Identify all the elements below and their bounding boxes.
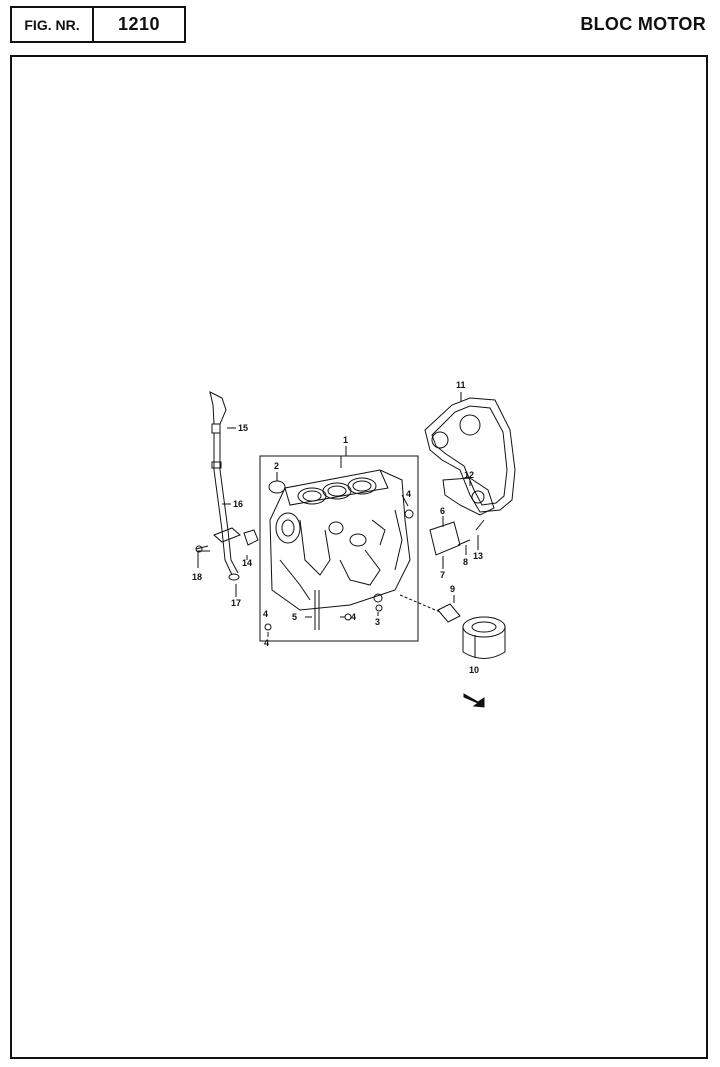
- callout-18: 18: [192, 572, 202, 582]
- plug: [268, 480, 286, 494]
- callout-9: 9: [450, 584, 455, 594]
- bracket: [243, 529, 259, 546]
- callout-12: 12: [464, 470, 474, 480]
- callout-17: 17: [231, 598, 241, 608]
- dipstick-seal: [211, 423, 221, 434]
- dipstick-handle: [209, 391, 227, 425]
- dipstick-guide-tube: [213, 433, 233, 576]
- union-bolt: [437, 603, 461, 623]
- callout-4: 4: [263, 609, 268, 619]
- bolt: [475, 519, 485, 531]
- callout-6: 6: [440, 506, 445, 516]
- callout-8: 8: [463, 557, 468, 567]
- callout-3: 3: [375, 617, 380, 627]
- callout-4: 4: [351, 612, 356, 622]
- seal: [442, 477, 495, 516]
- callout-14: 14: [242, 558, 252, 568]
- diagram-frame: [10, 55, 708, 1059]
- callout-1: 1: [343, 435, 348, 445]
- callout-15: 15: [238, 423, 248, 433]
- callout-4: 4: [264, 638, 269, 648]
- figure-number: 1210: [117, 14, 161, 34]
- engine-block: [269, 469, 411, 611]
- oil-filter: [462, 616, 506, 659]
- o-ring: [228, 573, 240, 581]
- cover-plate: [429, 521, 461, 556]
- front-arrow-icon: [463, 693, 485, 708]
- callout-5: 5: [292, 612, 297, 622]
- callout-4: 4: [406, 489, 411, 499]
- figure-number-box: FIG. NR. 1210: [10, 6, 186, 43]
- section-title: BLOC MOTOR: [580, 14, 706, 34]
- callout-10: 10: [469, 665, 479, 675]
- callout-2: 2: [274, 461, 279, 471]
- engine-block-group-box: [259, 455, 419, 642]
- figure-label: FIG. NR.: [12, 8, 94, 41]
- bolt: [457, 539, 471, 546]
- callout-11: 11: [456, 380, 466, 390]
- callout-7: 7: [440, 570, 445, 580]
- callout-13: 13: [473, 551, 483, 561]
- callout-16: 16: [233, 499, 243, 509]
- gasket: [424, 397, 516, 513]
